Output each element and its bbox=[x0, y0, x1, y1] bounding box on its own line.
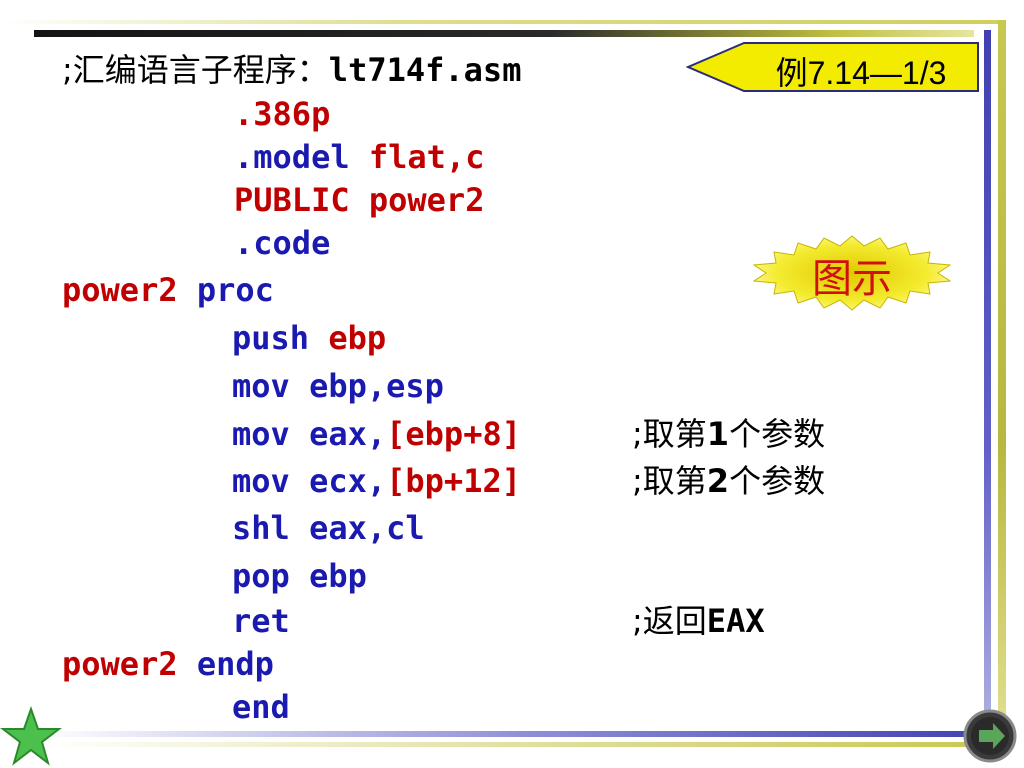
example-badge: 例7.14—1/3 bbox=[685, 40, 982, 94]
directive: .386p bbox=[234, 95, 331, 133]
instruction: mov eax, bbox=[232, 415, 387, 453]
proc-label: power2 bbox=[62, 271, 178, 309]
frame-top-bar bbox=[34, 30, 974, 37]
directive-arg: flat,c bbox=[368, 138, 485, 176]
directive: .code bbox=[234, 224, 331, 262]
instruction: shl eax,cl bbox=[232, 509, 425, 547]
code-line-8: mov ebp,esp bbox=[232, 368, 444, 404]
green-star-icon[interactable] bbox=[0, 706, 62, 768]
directive: .model bbox=[234, 138, 350, 176]
instruction: ret bbox=[232, 602, 290, 640]
code-line-2: .386p bbox=[234, 96, 330, 132]
frame-top-accent bbox=[0, 20, 1000, 24]
badge-shape bbox=[685, 42, 979, 92]
code-line-10: mov ecx,[bp+12] bbox=[232, 463, 521, 499]
comment-line-10: ;取第2个参数 bbox=[632, 462, 826, 500]
operand: [ebp+8] bbox=[386, 415, 521, 453]
starburst-button[interactable] bbox=[752, 234, 952, 312]
operand: ebp bbox=[328, 319, 387, 357]
code-line-7: push ebp bbox=[232, 320, 386, 356]
code-line-5: .code bbox=[234, 225, 330, 261]
code-line-3: .model flat,c bbox=[234, 139, 484, 175]
code-line-13: ret bbox=[232, 603, 290, 639]
file-name: lt714f.asm bbox=[328, 51, 522, 89]
instruction: endp bbox=[196, 645, 274, 683]
code-line-4: PUBLIC power2 bbox=[234, 182, 484, 218]
next-arrow-icon[interactable] bbox=[962, 708, 1018, 764]
directive: PUBLIC bbox=[234, 181, 350, 219]
comment-line-13: ;返回EAX bbox=[632, 602, 765, 640]
instruction: proc bbox=[196, 271, 274, 309]
frame-right-bar bbox=[984, 30, 991, 730]
code-line-11: shl eax,cl bbox=[232, 510, 425, 546]
code-line-1: ;汇编语言子程序：lt714f.asm bbox=[62, 52, 521, 88]
code-line-15: end bbox=[232, 689, 290, 725]
operand: [bp+12] bbox=[386, 462, 521, 500]
instruction: push bbox=[232, 319, 310, 357]
frame-bottom-bar bbox=[40, 731, 1000, 737]
directive-arg: power2 bbox=[368, 181, 485, 219]
frame-bottom-accent bbox=[40, 742, 1006, 747]
instruction: mov ecx, bbox=[232, 462, 387, 500]
code-line-6: power2 proc bbox=[62, 272, 274, 308]
instruction: end bbox=[232, 688, 290, 726]
proc-label: power2 bbox=[62, 645, 178, 683]
comment-line-9: ;取第1个参数 bbox=[632, 415, 826, 453]
starburst-label[interactable]: 图示 bbox=[812, 256, 892, 302]
code-line-14: power2 endp bbox=[62, 646, 274, 682]
instruction: pop ebp bbox=[232, 557, 367, 595]
instruction: mov ebp,esp bbox=[232, 367, 444, 405]
frame-right-accent bbox=[998, 20, 1006, 732]
program-comment: ;汇编语言子程序： bbox=[62, 51, 329, 89]
code-line-12: pop ebp bbox=[232, 558, 367, 594]
code-line-9: mov eax,[ebp+8] bbox=[232, 416, 521, 452]
badge-text: 例7.14—1/3 bbox=[775, 55, 947, 91]
